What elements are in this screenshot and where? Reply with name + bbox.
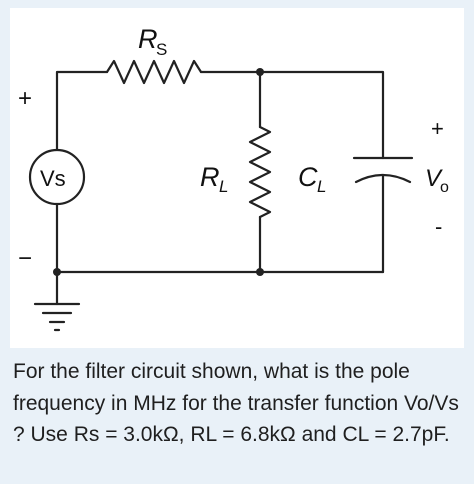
wire-top-right [199, 70, 385, 160]
rs-label: R [138, 24, 158, 54]
rl-subscript: L [219, 177, 228, 196]
junction-dot [256, 268, 264, 276]
rl-label: R [200, 162, 220, 192]
cl-subscript: L [317, 177, 326, 196]
vo-label: V [425, 165, 443, 192]
voltage-source-circle [28, 148, 86, 206]
resistor-rl [248, 125, 272, 219]
vs-label: Vs [40, 166, 66, 191]
circuit-diagram: R S R L C L Vs V o + − + - [10, 8, 464, 348]
junction-dot [256, 68, 264, 76]
vo-subscript: o [440, 179, 449, 196]
ground-symbol [33, 302, 81, 332]
rs-subscript: S [156, 40, 167, 59]
output-minus-sign: - [435, 214, 442, 239]
source-minus-sign: − [18, 245, 32, 272]
output-plus-sign: + [431, 116, 444, 141]
question-text: For the filter circuit shown, what is th… [13, 360, 459, 446]
junction-dot [53, 268, 61, 276]
cl-label: C [298, 162, 318, 192]
circuit-schematic: R S R L C L Vs V o + − + - [18, 24, 449, 332]
source-plus-sign: + [18, 85, 32, 112]
resistor-rs [105, 59, 203, 85]
wire-top-left [55, 70, 109, 152]
